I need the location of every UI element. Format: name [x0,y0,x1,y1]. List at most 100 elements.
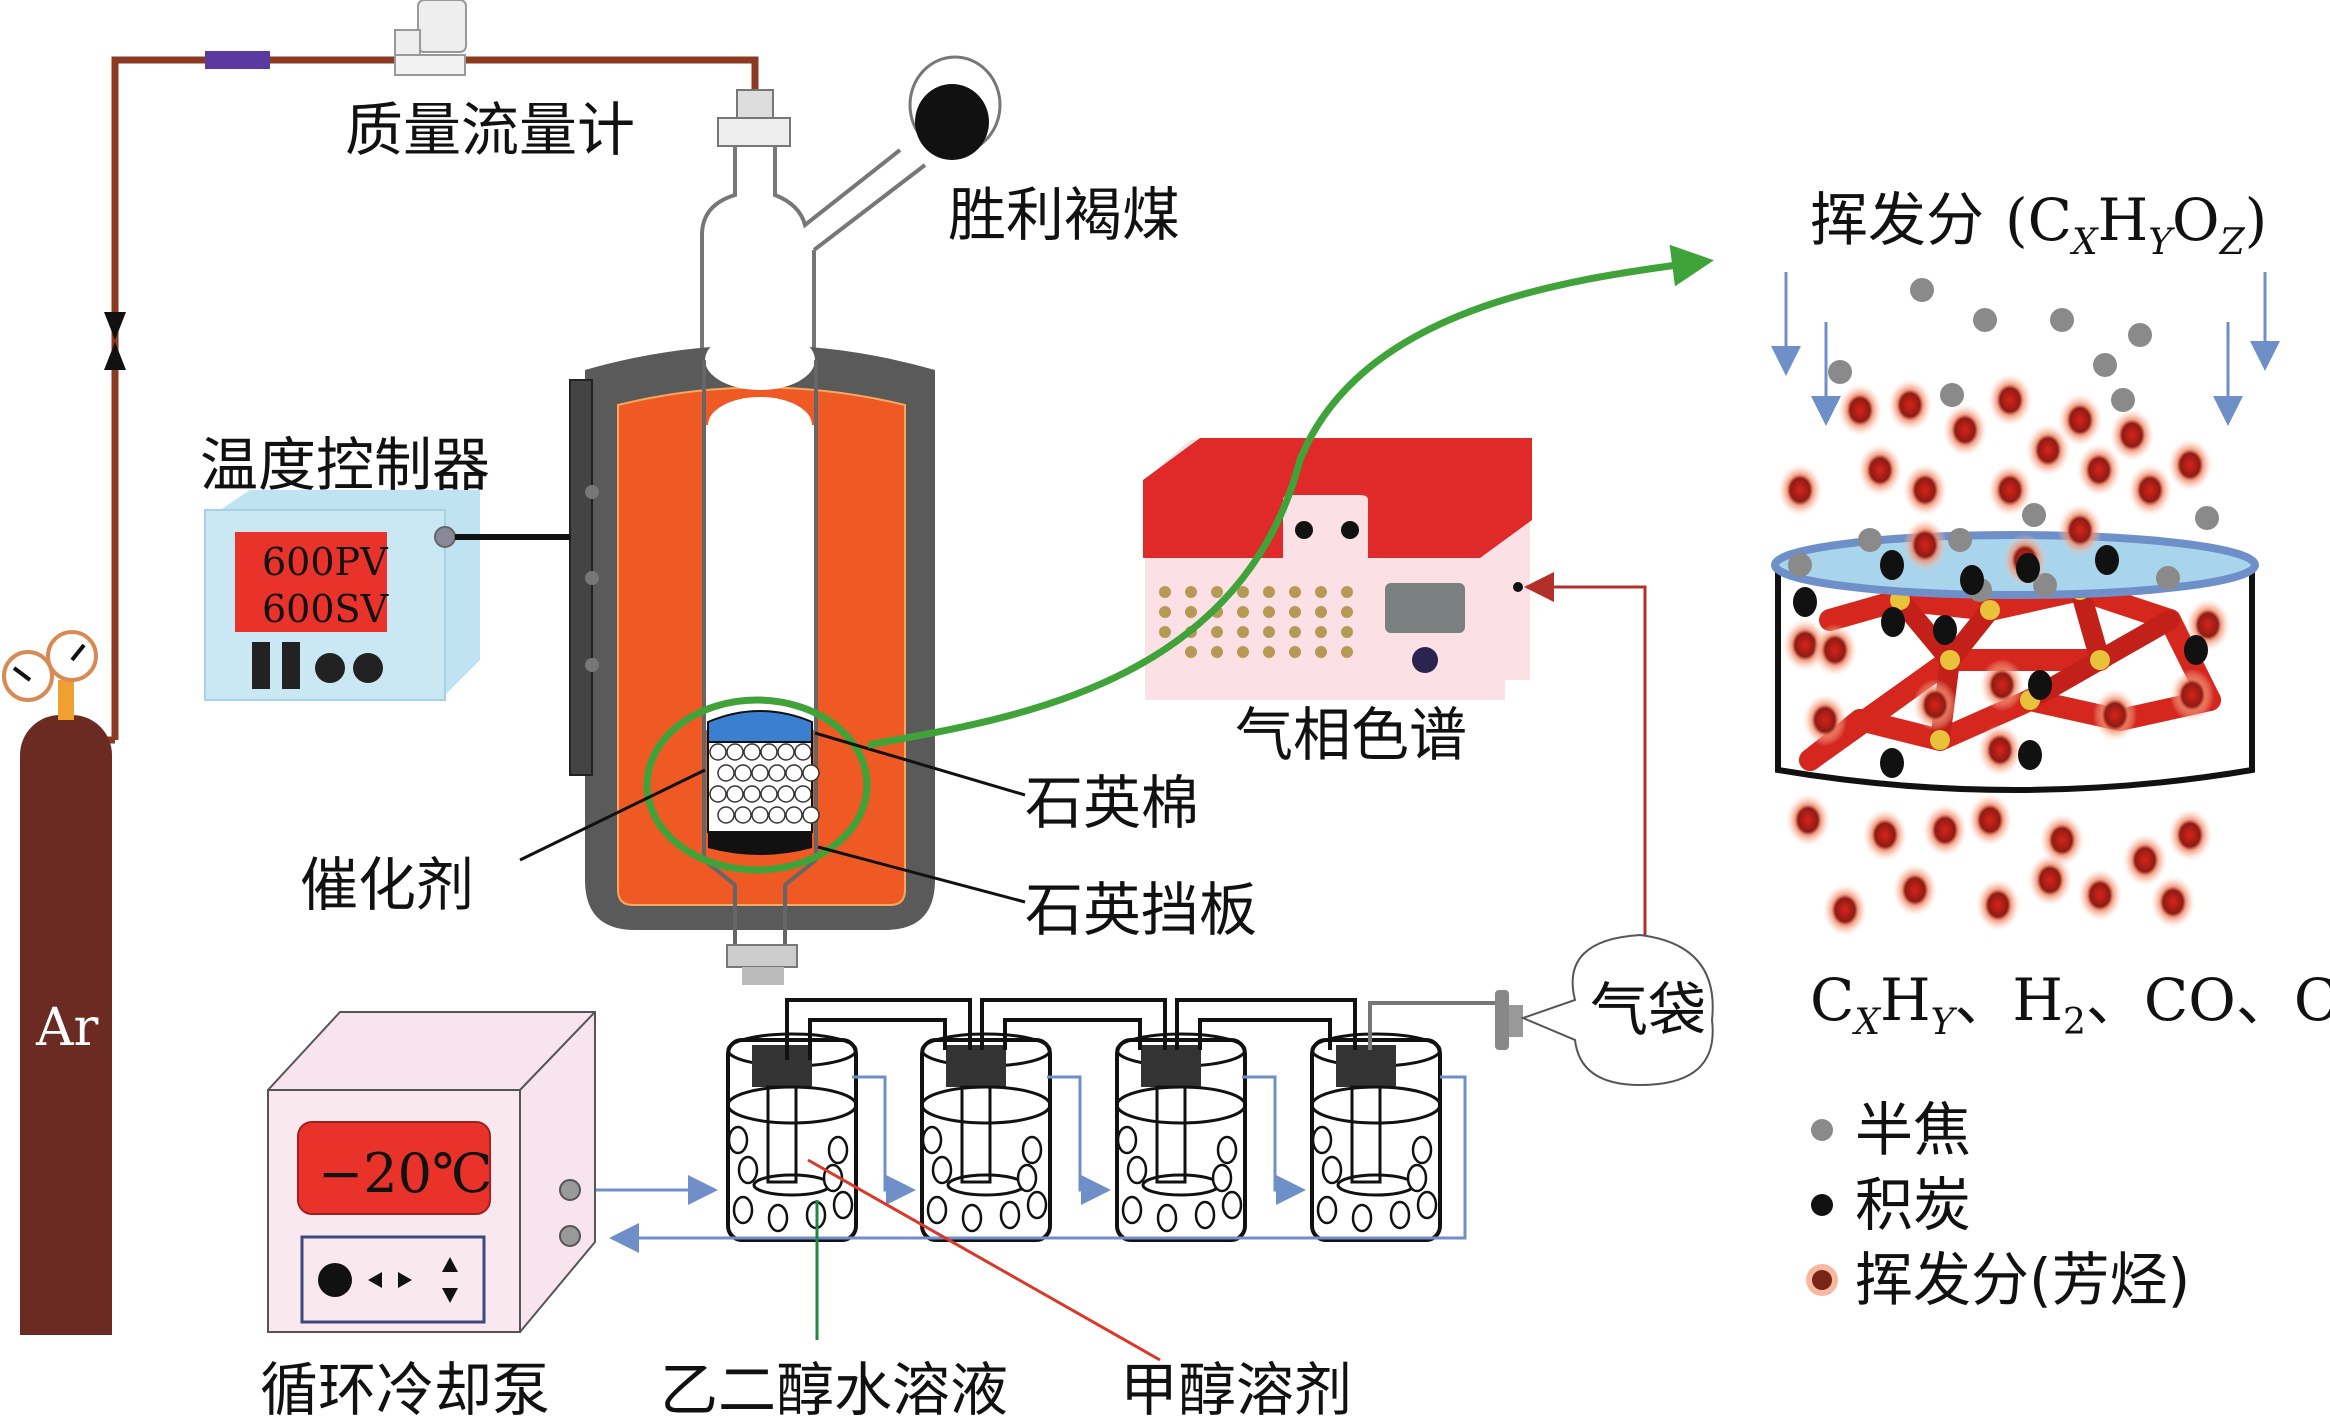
bubble [737,1155,759,1185]
volatile-particle [2168,809,2212,861]
gc-knob [1185,606,1197,618]
volatile-particle [2078,869,2122,921]
bubble [1126,1155,1148,1185]
valve-icon[interactable] [104,312,126,370]
cooling-pump-label: 循环冷却泵 [260,1356,550,1423]
gc-knob [1159,606,1171,618]
catalyst-bead [777,743,795,761]
volatile-particle [1976,879,2020,931]
semicoke-particle [2093,353,2117,377]
particle-field [1778,278,2230,936]
cold-trap [726,1032,858,1242]
catalyst-bead [785,764,803,782]
bubble [1194,1200,1216,1230]
volatile-particle [1803,694,1847,746]
volatiles-formula: (CXHYOZ) [2005,186,2267,263]
semicoke-particle [1940,383,1964,407]
coke-dot-icon [1811,1194,1833,1216]
semicoke-particle [1788,553,1812,577]
carbon-framework-strand [1889,589,2001,621]
svg-text:半焦: 半焦 [1855,1096,1971,1164]
bubble [1321,1155,1343,1185]
bubble [961,1203,983,1233]
pump-temperature-value: −20℃ [318,1142,492,1205]
catalyst-bead [768,764,786,782]
legend-item-volatile: 挥发分(芳烃) [1806,1246,2190,1314]
coke-particle [1880,550,1904,580]
catalyst-bead [760,743,778,761]
coke-particle [1793,587,1817,617]
volatile-particle [1838,384,1882,436]
coke-particle [2095,545,2119,575]
volatile-particle [1888,379,1932,431]
gc-knob [1237,626,1249,638]
gc-knob [1211,626,1223,638]
sample-line [1524,572,1647,1018]
argon-label: Ar [35,998,99,1058]
catalyst-bead [802,764,820,782]
pressure-gauge-icon [2,650,54,702]
volatile-particle [1978,724,2022,776]
bubble [1156,1203,1178,1233]
volatile-particle [2110,409,2154,461]
catalyst-bead [743,743,761,761]
bubble [1416,1190,1438,1220]
gc-knob [1211,586,1223,598]
catalyst-bead [768,806,786,824]
carbon-framework-strand [1819,589,1911,631]
bubble [1216,1135,1238,1165]
coke-particle [1933,615,1957,645]
bubble [1211,1163,1233,1193]
trap-gas-lines [785,998,1495,1060]
bubble [767,1203,789,1233]
coke-particle [2018,740,2042,770]
semicoke-particle [2195,506,2219,530]
catalyst-bead [785,806,803,824]
coke-particle [2028,670,2052,700]
catalyst-bead [734,806,752,824]
gc-knob [1341,646,1353,658]
catalyst-bead [777,785,795,803]
bubble [732,1195,754,1225]
bubble [1351,1203,1373,1233]
semicoke-particle [2128,323,2152,347]
semicoke-particle [1973,308,1997,332]
gc-knob [1263,646,1275,658]
gc-knob [1315,586,1327,598]
volatile-particle [1913,679,1957,731]
carbon-framework-strand [1890,590,1960,670]
gc-knob [1263,586,1275,598]
volatile-particle [2093,689,2137,741]
catalyst-bead [802,806,820,824]
catalyst-bead [794,785,812,803]
gc-knob [1315,646,1327,658]
carbon-framework-strand [1929,689,2041,751]
legend-item-coke: 积炭 [1811,1171,1971,1239]
cold-trap [1310,1032,1442,1242]
semicoke-particle [1858,528,1882,552]
volatile-particle [2028,854,2072,906]
volatile-particle [2058,394,2102,446]
gc-knob [1185,586,1197,598]
catalyst-bead [743,785,761,803]
bubble [931,1155,953,1185]
controller-display [235,532,387,632]
volatile-particle [2128,464,2172,516]
semicoke-particle [1910,278,1934,302]
bubble [1116,1125,1138,1155]
volatile-particle [1813,624,1857,676]
semicoke-particle [2022,503,2046,527]
mass-flow-meter [394,0,467,76]
gc-knob [1289,586,1301,598]
methanol-leader [807,1158,1161,1362]
volatile-particle [1786,794,1830,846]
legend-item-semicoke: 半焦 [1811,1096,1971,1164]
bubble [727,1125,749,1155]
gc-knob [1341,606,1353,618]
methanol-solvent-label: 甲醇溶剂 [1120,1356,1352,1423]
bubble [832,1190,854,1220]
gc-knob [1289,646,1301,658]
gas-bag-label: 气袋 [1590,976,1706,1044]
volatile-particle [2151,876,2195,928]
